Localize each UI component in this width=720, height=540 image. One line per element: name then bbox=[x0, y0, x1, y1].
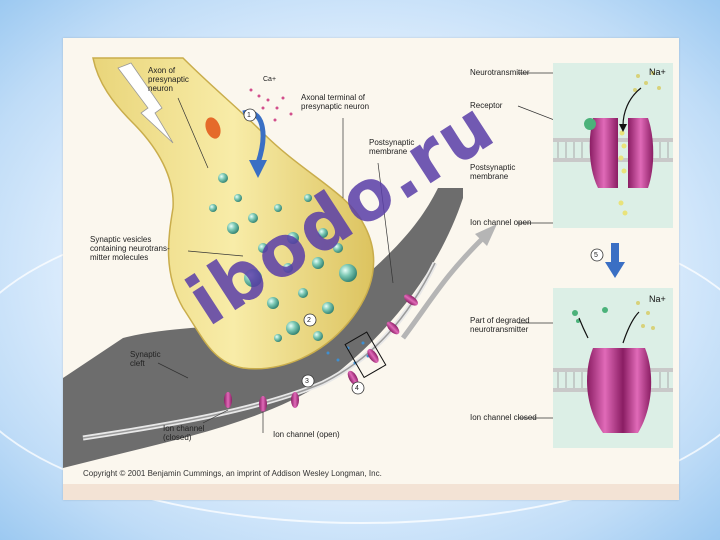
label-postsynaptic-membrane: Postsynaptic membrane bbox=[369, 138, 415, 156]
step-5: 5 bbox=[594, 252, 598, 259]
action-potential-arrow bbox=[117, 62, 174, 144]
label-postsynaptic-membrane-right: Postsynaptic membrane bbox=[470, 163, 516, 181]
label-sodium-top: Na+ bbox=[649, 67, 666, 77]
calcium-ions bbox=[249, 88, 293, 122]
membrane-top-panel bbox=[553, 71, 673, 216]
membrane-bottom-panel bbox=[553, 301, 673, 433]
step-3: 3 bbox=[305, 378, 309, 385]
label-ion-channel-open-right: Ion channel open bbox=[470, 218, 532, 227]
label-degraded-neurotransmitter: Part of degraded neurotransmitter bbox=[470, 316, 530, 334]
synapse-figure: Axon of presynaptic neuron Ca+ Axonal te… bbox=[63, 38, 679, 500]
synapse-illustration bbox=[63, 57, 673, 468]
zoom-arrow bbox=[400, 236, 485, 340]
label-ion-channel-open: Ion channel (open) bbox=[273, 430, 340, 439]
label-receptor: Receptor bbox=[470, 101, 503, 110]
ion-channels bbox=[224, 294, 418, 412]
label-calcium: Ca+ bbox=[263, 76, 277, 83]
step-4: 4 bbox=[355, 385, 359, 392]
label-synaptic-cleft: Synaptic cleft bbox=[130, 350, 161, 368]
synaptic-vesicles bbox=[209, 173, 357, 342]
step-1: 1 bbox=[247, 112, 251, 119]
bottom-band bbox=[63, 484, 679, 500]
label-ion-channel-closed-right: Ion channel closed bbox=[470, 413, 537, 422]
label-synaptic-vesicles: Synaptic vesicles containing neurotrans-… bbox=[90, 235, 170, 262]
label-ion-channel-closed: Ion channel (closed) bbox=[163, 424, 205, 442]
copyright-text: Copyright © 2001 Benjamin Cummings, an i… bbox=[83, 469, 382, 478]
label-neurotransmitter: Neurotransmitter bbox=[470, 68, 530, 77]
label-sodium-bottom: Na+ bbox=[649, 294, 666, 304]
step-2: 2 bbox=[307, 317, 311, 324]
label-axon: Axon of presynaptic neuron bbox=[148, 66, 189, 93]
label-axonal-terminal: Axonal terminal of presynaptic neuron bbox=[301, 93, 370, 111]
